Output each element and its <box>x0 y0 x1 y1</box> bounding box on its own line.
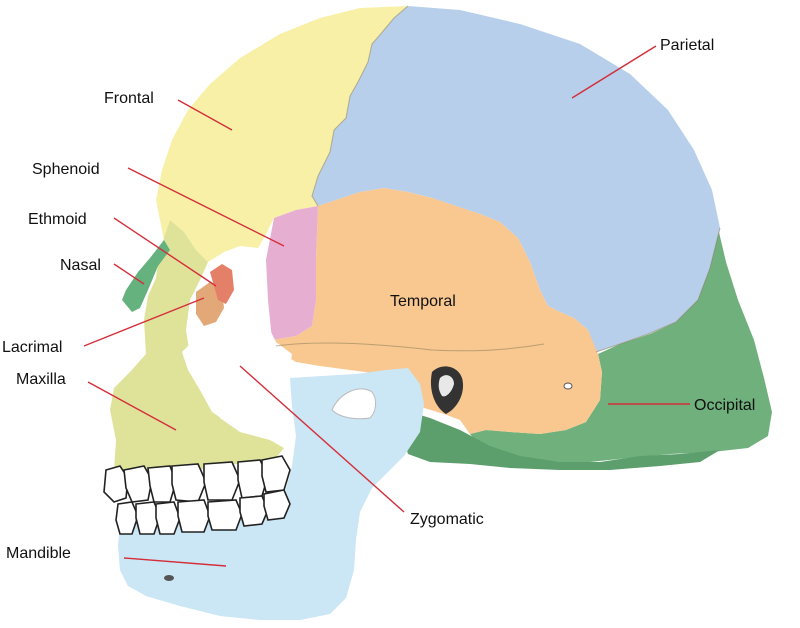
nasal-leader <box>113 263 145 285</box>
coronal-suture <box>311 5 409 207</box>
zygomatic-label: Zygomatic <box>410 511 484 528</box>
parietal-bone <box>312 6 720 352</box>
ear-canal-inner <box>438 375 454 397</box>
tooth <box>261 455 291 493</box>
maxilla-bone <box>110 220 284 474</box>
parietal-label: Parietal <box>660 37 714 54</box>
tooth <box>171 463 207 503</box>
tooth <box>115 501 139 535</box>
mastoid-foramen <box>563 382 573 390</box>
tooth <box>135 501 161 535</box>
tooth <box>263 489 291 521</box>
mandibular-notch <box>331 388 377 420</box>
lambdoid-suture <box>595 227 721 353</box>
nasal-label: Nasal <box>60 257 101 274</box>
nasal-bone <box>122 240 170 312</box>
lacrimal-label: Lacrimal <box>2 339 62 356</box>
tooth <box>207 499 243 531</box>
frontal-leader <box>177 99 233 131</box>
mandible-label: Mandible <box>6 545 71 562</box>
frontal-bone <box>156 6 408 262</box>
lacrimal-leader <box>83 297 205 347</box>
mandible-bone <box>118 368 424 620</box>
temporal-bone <box>272 188 602 434</box>
occipital-bone <box>470 228 772 462</box>
maxilla-leader <box>87 381 177 431</box>
sphenoid-label: Sphenoid <box>32 161 100 178</box>
lower-teeth <box>115 489 291 535</box>
ethmoid-leader <box>113 217 217 287</box>
tooth <box>177 499 211 533</box>
tooth <box>123 465 153 503</box>
ethmoid-label: Ethmoid <box>28 211 87 228</box>
mandible-leader <box>123 557 227 567</box>
leader-lines <box>83 45 690 567</box>
zygomatic-leader <box>239 365 405 513</box>
tooth <box>155 501 181 535</box>
maxilla-label: Maxilla <box>16 371 66 388</box>
tooth <box>103 465 129 503</box>
zygomatic-bone <box>182 248 292 420</box>
sphenoid-leader <box>127 167 285 247</box>
tooth <box>239 495 269 527</box>
occipital-underside <box>402 410 720 470</box>
parietal-leader <box>571 45 657 99</box>
zygomatic-arch-edge <box>275 342 545 352</box>
tooth <box>203 461 241 501</box>
frontal-label: Frontal <box>104 90 154 107</box>
temporal-label: Temporal <box>390 293 456 310</box>
ethmoid-bone <box>210 264 234 304</box>
mental-foramen <box>164 575 174 581</box>
sphenoid-bone <box>266 206 318 340</box>
occipital-label: Occipital <box>694 397 755 414</box>
